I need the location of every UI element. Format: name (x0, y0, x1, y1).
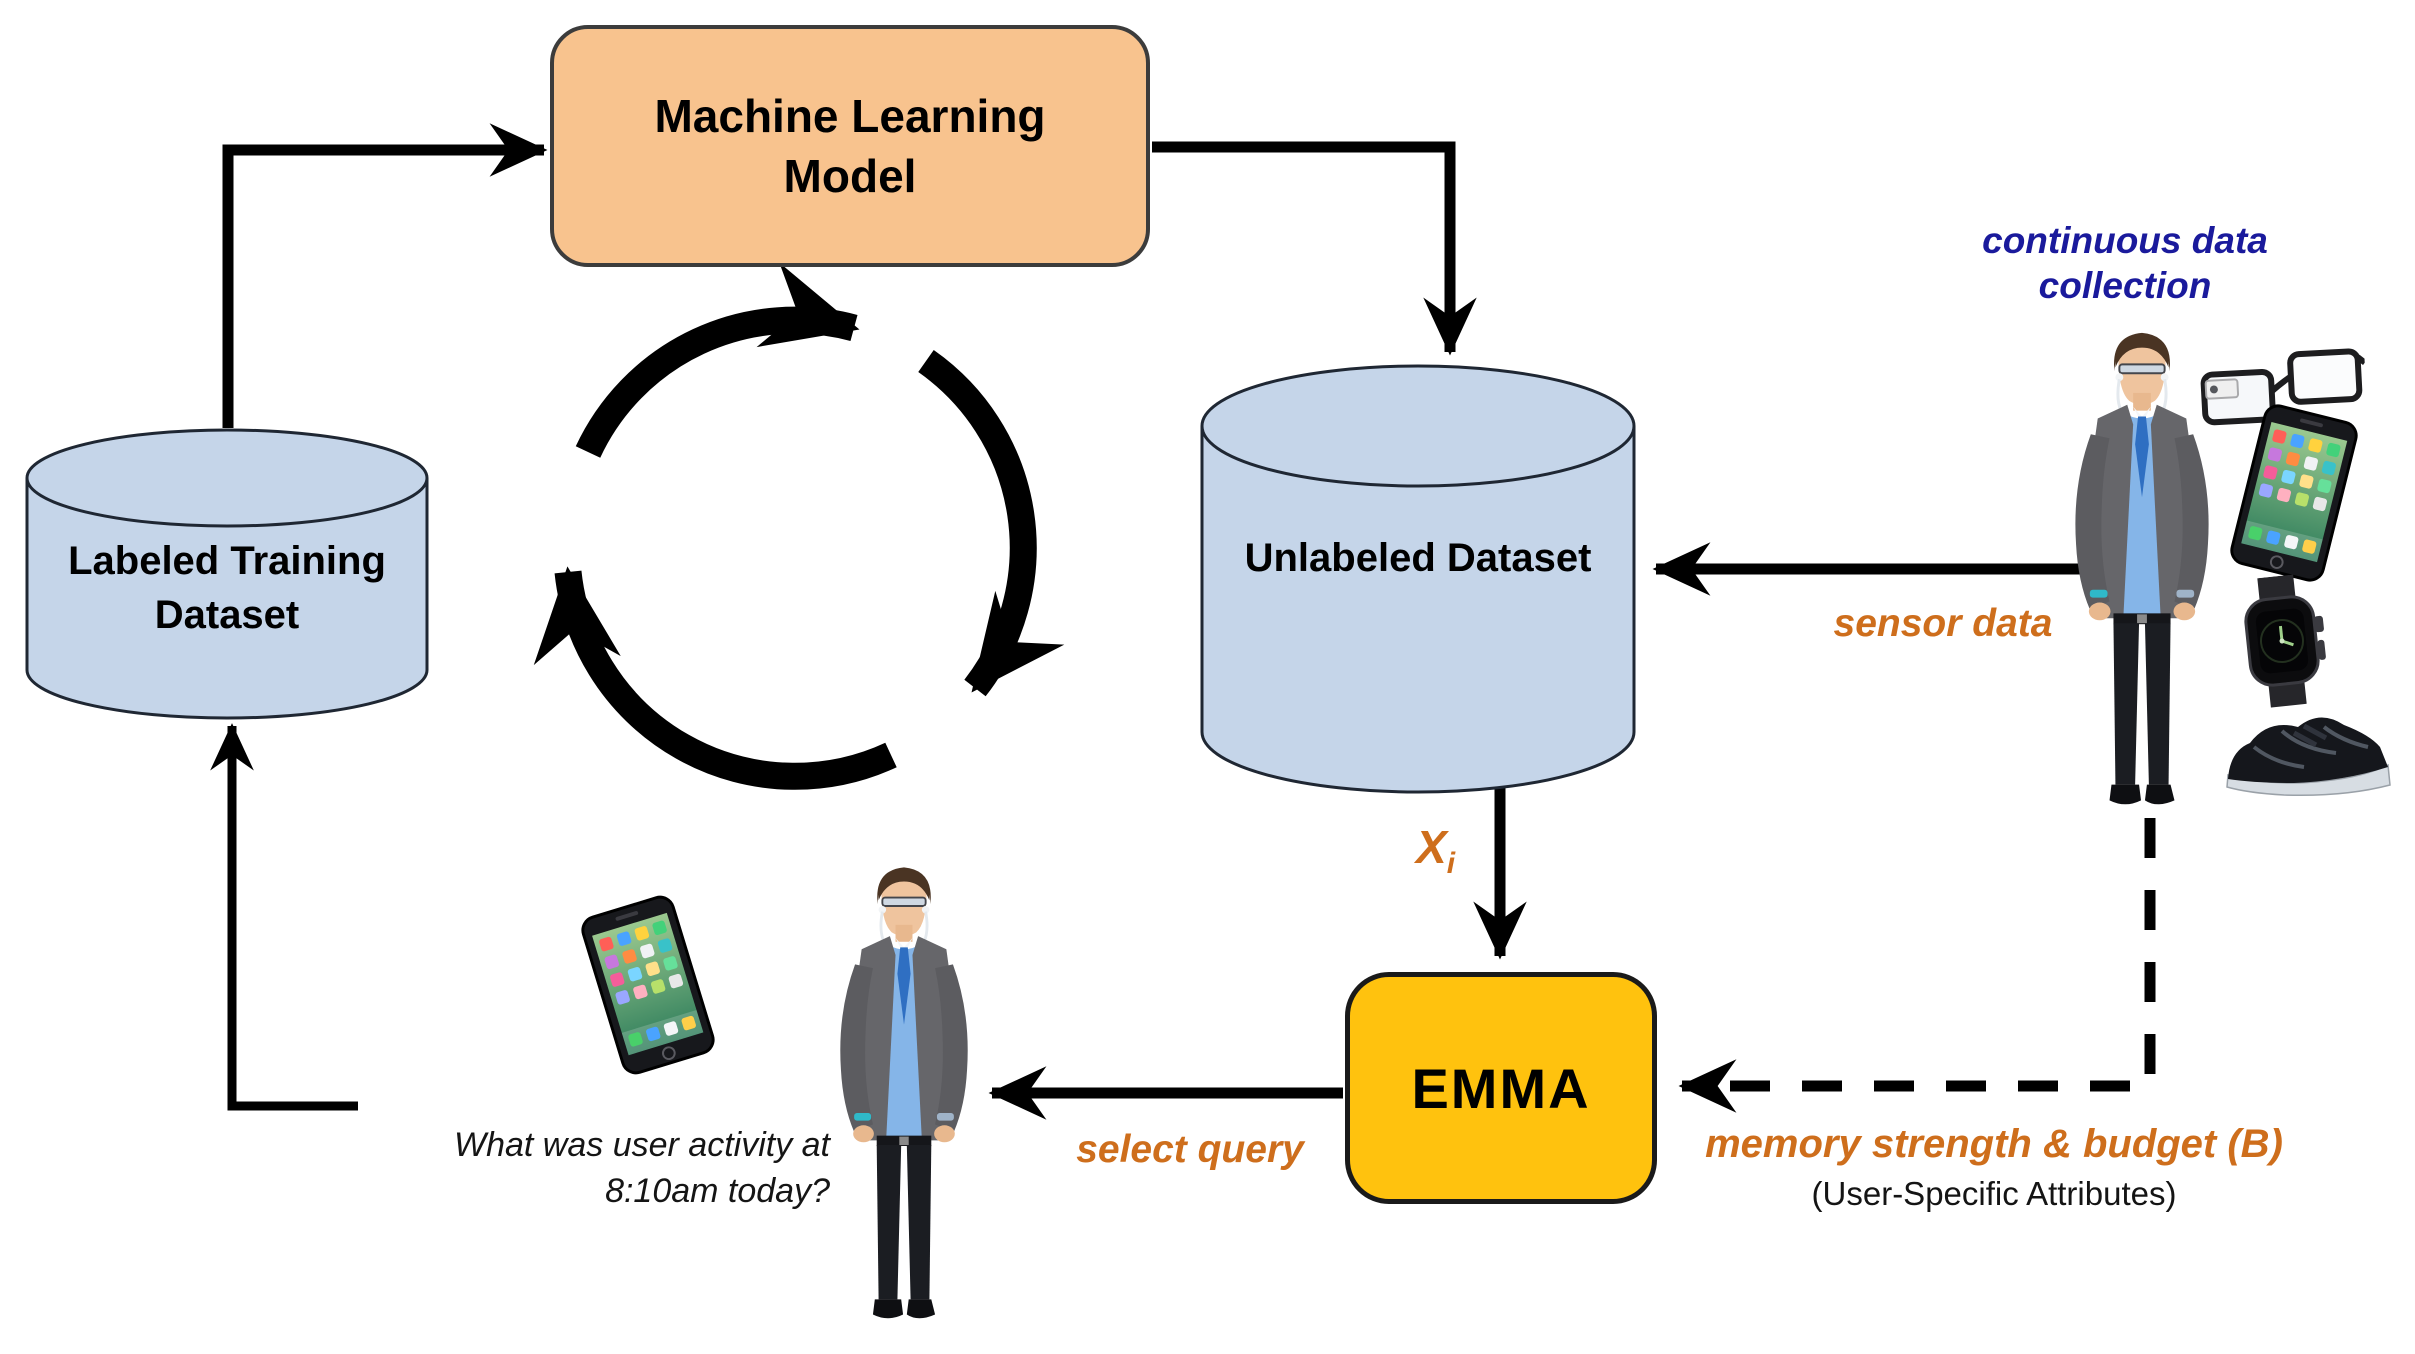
emma-label: EMMA (1411, 1056, 1591, 1120)
user-question-label: What was user activity at 8:10am today? (453, 1126, 830, 1210)
arrow-model-to-unlabeled (1152, 141, 1477, 356)
arrow-labeled-to-model (222, 123, 548, 428)
arrow-answer-to-labeled (210, 723, 358, 1111)
user-specific-attributes-label: (User-Specific Attributes) (1811, 1175, 2177, 1212)
labeled-training-dataset-node: Labeled Training Dataset (25, 428, 429, 720)
continuous-data-collection-label: continuous data collection (1982, 220, 2268, 306)
memory-budget-label: memory strength & budget (B) (1705, 1122, 2283, 1166)
unlabeled-dataset-label: Unlabeled Dataset (1244, 536, 1592, 580)
database-cylinder-icon (1200, 364, 1636, 794)
arrow-user-attributes-dashed (1678, 818, 2156, 1113)
query-instance-label: Xi (1416, 821, 1456, 881)
user-attributes-block: memory strength & budget (B) (User-Speci… (1652, 1122, 2336, 1213)
emma-node: EMMA (1345, 972, 1657, 1204)
person-icon (824, 852, 984, 1344)
sneaker-icon (2224, 700, 2394, 802)
machine-learning-model-label: Machine Learning Model (654, 90, 1046, 202)
database-cylinder-icon (25, 428, 429, 720)
sensor-data-label: sensor data (1833, 602, 2053, 645)
smartwatch-icon (2225, 571, 2338, 711)
cycle-arrows-icon (533, 262, 1065, 790)
select-query-label: select query (1076, 1128, 1304, 1171)
labeled-training-dataset-label: Labeled Training Dataset (68, 539, 386, 637)
machine-learning-model-node: Machine Learning Model (550, 25, 1150, 267)
unlabeled-dataset-node: Unlabeled Dataset (1200, 364, 1636, 796)
